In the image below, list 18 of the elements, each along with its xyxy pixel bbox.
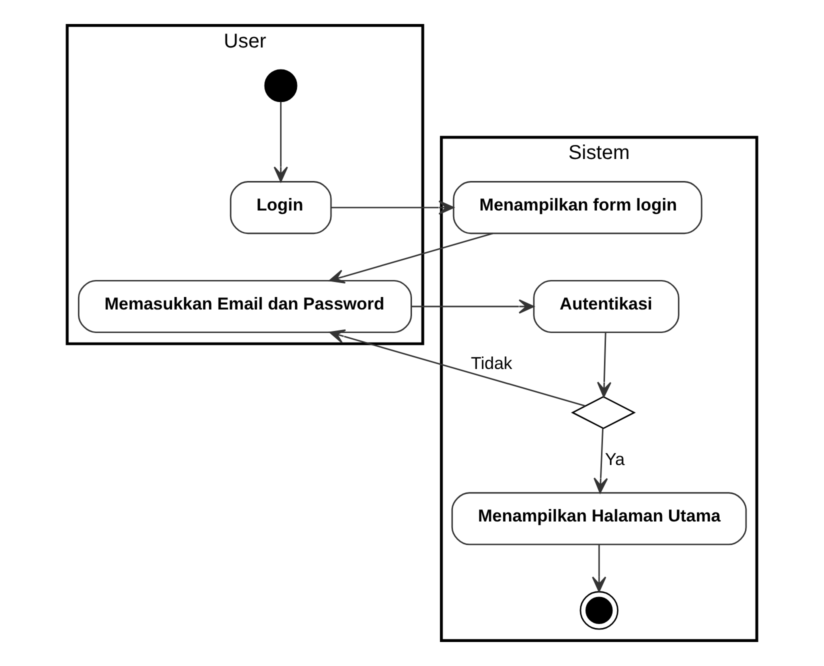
arrow: [592, 544, 606, 592]
node-circle: [264, 69, 298, 102]
arrow: [329, 329, 586, 407]
arrow: [594, 428, 608, 494]
edge-label: Tidak: [470, 352, 512, 373]
node-box: Menampilkan Halaman Utama: [451, 492, 747, 546]
arrow: [412, 299, 534, 314]
edge-label: Ya: [604, 449, 625, 470]
arrow: [328, 232, 493, 284]
arrow: [597, 332, 612, 398]
arrow: [274, 102, 288, 182]
node-box: Autentikasi: [533, 280, 680, 333]
node-diamond: [571, 396, 636, 430]
node-box: Login: [230, 181, 332, 234]
arrow: [331, 200, 454, 215]
node-circle: [580, 591, 618, 630]
node-box: Menampilkan form login: [452, 181, 702, 234]
node-box: Memasukkan Email dan Password: [78, 280, 412, 333]
